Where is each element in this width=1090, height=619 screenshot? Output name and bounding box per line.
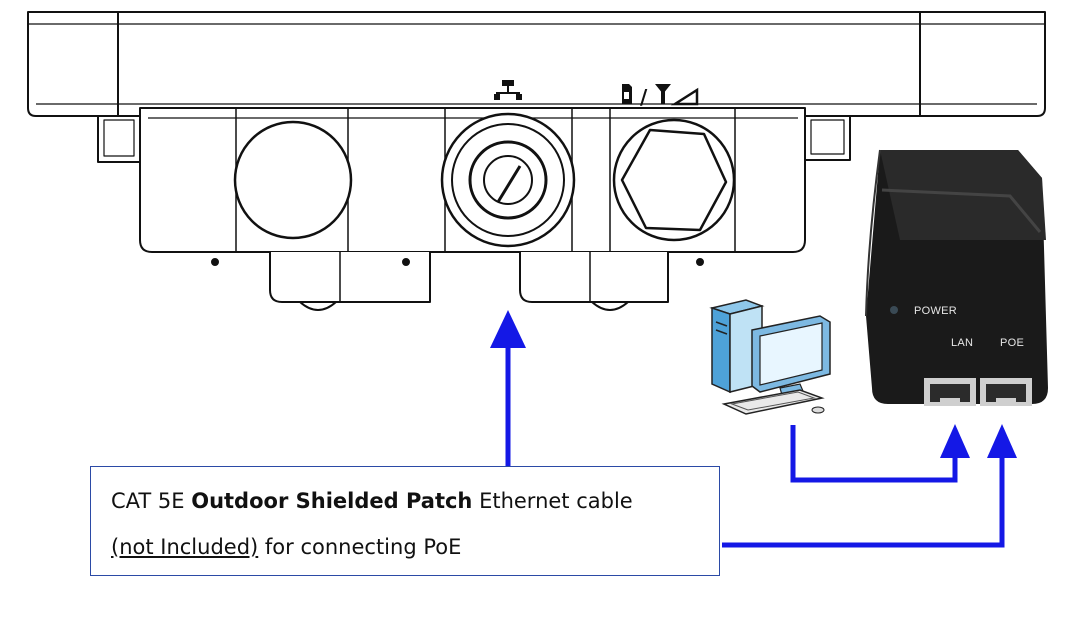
power-led bbox=[890, 306, 898, 314]
power-label: POWER bbox=[914, 305, 957, 317]
lan-label: LAN bbox=[951, 337, 973, 349]
slash-separator: / bbox=[640, 85, 648, 109]
caption-rest: for connecting PoE bbox=[258, 535, 462, 559]
caption-prefix: CAT 5E bbox=[111, 489, 192, 513]
desktop-computer-icon bbox=[709, 299, 831, 415]
poe-port bbox=[980, 378, 1032, 406]
caption-suffix: Ethernet cable bbox=[472, 489, 633, 513]
lan-port bbox=[924, 378, 976, 406]
caption-underlined-text: (not Included) bbox=[111, 535, 259, 559]
caption-line-2: (not Included) for connecting PoE bbox=[111, 535, 461, 559]
cable-caption-box: CAT 5E Outdoor Shielded Patch Ethernet c… bbox=[90, 466, 720, 576]
cable-arrow-to-device bbox=[490, 310, 526, 466]
sim-card-icon bbox=[622, 84, 632, 104]
cable-arrow-caption-to-poe bbox=[722, 424, 1017, 548]
outdoor-access-point bbox=[27, 11, 1046, 311]
caption-line-1: CAT 5E Outdoor Shielded Patch Ethernet c… bbox=[111, 489, 633, 513]
caption-bold-text: Outdoor Shielded Patch bbox=[191, 489, 473, 513]
poe-injector bbox=[865, 149, 1048, 406]
signal-icon bbox=[670, 87, 699, 106]
ethernet-port-icon bbox=[494, 80, 522, 100]
poe-label: POE bbox=[1000, 337, 1024, 349]
antenna-icon bbox=[655, 84, 671, 104]
cable-arrow-computer-to-lan bbox=[790, 424, 970, 483]
